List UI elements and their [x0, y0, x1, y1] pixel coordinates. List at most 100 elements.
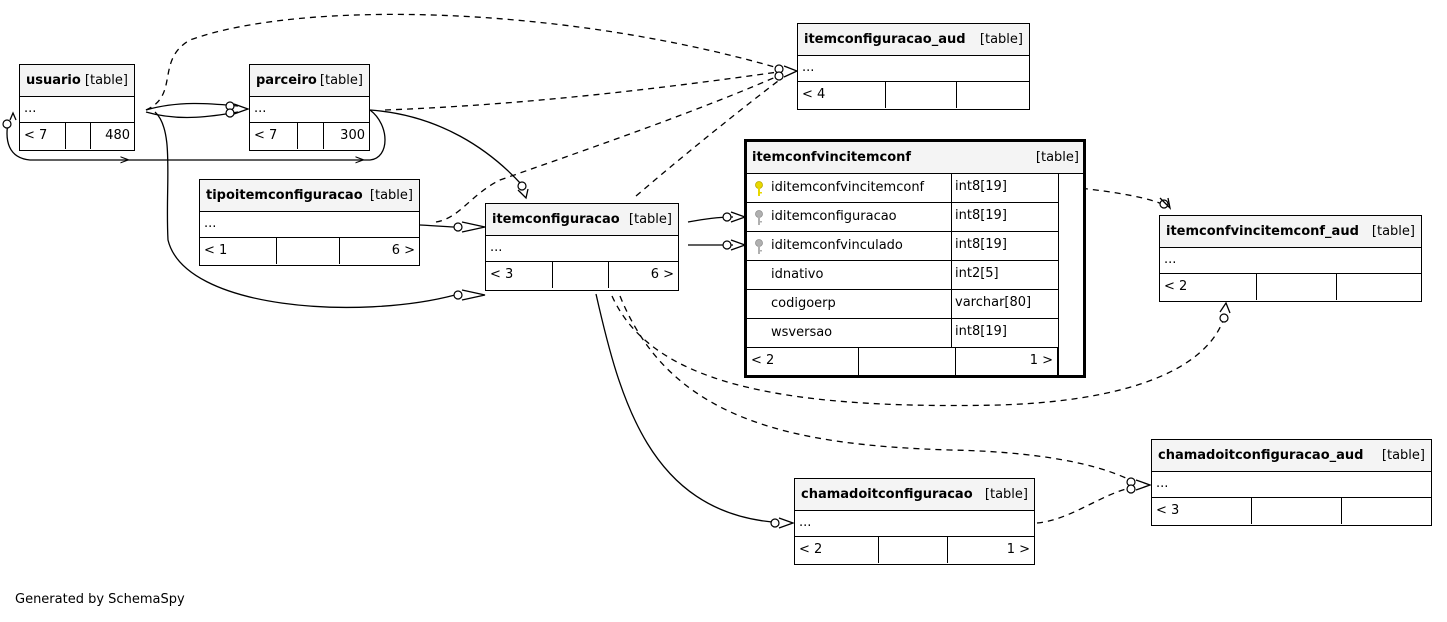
column-row[interactable]: iditemconfvinculado int8[19] [747, 232, 1058, 261]
footer-children: < 4 [798, 82, 886, 108]
table-chamadoitconfiguracao[interactable]: chamadoitconfiguracao [table] ... < 2 1 … [794, 478, 1035, 565]
table-tag: [table] [979, 32, 1023, 47]
table-footer: < 2 1 > [795, 537, 1034, 563]
table-chamadoitconfiguracao-aud[interactable]: chamadoitconfiguracao_aud [table] ... < … [1151, 439, 1432, 526]
edge-item-chamadoaud [619, 295, 1131, 481]
table-header: parceiro [table] [250, 65, 369, 97]
column-name: iditemconfvinculado [771, 238, 903, 253]
table-name: itemconfiguracao_aud [804, 32, 966, 47]
columns-collapsed: ... [1160, 248, 1421, 274]
generated-by-label: Generated by SchemaSpy [15, 592, 185, 607]
table-itemconfiguracao[interactable]: itemconfiguracao [table] ... < 3 6 > [485, 203, 679, 291]
table-itemconfvincitemconf-aud[interactable]: itemconfvincitemconf_aud [table] ... < 2 [1159, 215, 1422, 302]
table-footer: < 2 [1160, 274, 1421, 300]
table-name: parceiro [256, 73, 317, 88]
table-tag: [table] [369, 188, 413, 203]
footer-columns [277, 238, 341, 264]
edge-chamado-chamadoaud [1036, 487, 1131, 524]
footer-children: < 7 [20, 123, 66, 149]
table-tag: [table] [84, 73, 128, 88]
columns-collapsed: ... [486, 236, 678, 262]
table-tag: [table] [319, 73, 363, 88]
table-header: chamadoitconfiguracao [table] [795, 479, 1034, 511]
table-footer: < 4 [798, 82, 1029, 108]
footer-parents [1337, 274, 1421, 300]
table-tag: [table] [1381, 448, 1425, 463]
column-type: int2[5] [955, 266, 999, 281]
table-parceiro[interactable]: parceiro [table] ... < 7 300 > [249, 64, 370, 168]
footer-parents: 480 > [105, 128, 130, 168]
column-row[interactable]: iditemconfvincitemconf int8[19] [747, 174, 1058, 203]
table-header: itemconfvincitemconf [table] [747, 142, 1083, 174]
edge-tipo-itemconfiguracao [419, 224, 456, 228]
columns-collapsed: ... [20, 97, 134, 123]
table-tag: [table] [1371, 224, 1415, 239]
table-name: tipoitemconfiguracao [206, 188, 363, 203]
table-tag: [table] [984, 487, 1028, 502]
edge-parceiro-usuario-loop [6, 109, 386, 161]
column-type: int8[19] [955, 324, 1007, 339]
footer-children: < 1 [200, 238, 277, 264]
footer-children: < 2 [795, 537, 879, 563]
foreign-key-icon [755, 239, 763, 254]
scrollbar[interactable] [1058, 174, 1083, 376]
column-row[interactable]: idnativo int2[5] [747, 261, 1058, 290]
column-name: iditemconfvincitemconf [771, 180, 925, 195]
table-itemconfiguracao-aud[interactable]: itemconfiguracao_aud [table] ... < 4 [797, 23, 1030, 110]
column-name: iditemconfiguracao [771, 209, 897, 224]
table-header: itemconfvincitemconf_aud [table] [1160, 216, 1421, 248]
column-type: int8[19] [955, 208, 1007, 223]
column-list: iditemconfvincitemconf int8[19] iditemco… [747, 174, 1083, 376]
footer-columns [553, 262, 609, 288]
table-name: itemconfvincitemconf_aud [1166, 224, 1359, 239]
edge-parceiro-itemconfiguracao [369, 109, 523, 186]
footer-children: < 2 [1160, 274, 1257, 300]
edge-item-focusaud [611, 295, 1225, 407]
table-header: itemconfiguracao [table] [486, 204, 678, 236]
footer-parents: 300 > [340, 128, 365, 168]
foreign-key-icon [755, 210, 763, 225]
column-type: int8[19] [955, 237, 1007, 252]
table-footer: < 3 6 > [486, 262, 678, 288]
table-footer: < 7 300 > [250, 123, 369, 168]
edge-usuario-itemconfiguracao [154, 111, 456, 309]
column-row[interactable]: iditemconfiguracao int8[19] [747, 203, 1058, 232]
footer-children: < 7 [250, 123, 298, 149]
footer-parents: 6 > [650, 267, 674, 282]
columns-collapsed: ... [1152, 472, 1431, 498]
edge-item-aud [635, 77, 783, 197]
footer-columns [66, 123, 91, 149]
table-name: usuario [26, 73, 81, 88]
table-tag: [table] [1035, 150, 1079, 165]
table-footer: < 7 480 > [20, 123, 134, 168]
table-header: usuario [table] [20, 65, 134, 97]
footer-parents [957, 82, 1029, 108]
column-type: varchar[80] [955, 295, 1032, 310]
edge-usuario-parceiro-1 [145, 102, 239, 111]
table-name: itemconfiguracao [492, 212, 620, 227]
column-name: idnativo [771, 267, 824, 282]
table-name: itemconfvincitemconf [752, 150, 912, 165]
column-row[interactable]: codigoerp varchar[80] [747, 290, 1058, 319]
footer-parents: 6 > [391, 243, 415, 258]
table-usuario[interactable]: usuario [table] ... < 7 480 > [19, 64, 135, 168]
column-row[interactable]: wsversao int8[19] [747, 319, 1058, 348]
column-name: codigoerp [771, 296, 836, 311]
footer-columns [879, 537, 948, 563]
edge-item-chamado [595, 293, 773, 523]
edge-usuario-aud [145, 13, 779, 111]
footer-columns [886, 82, 958, 108]
table-tipoitemconfiguracao[interactable]: tipoitemconfiguracao [table] ... < 1 6 > [199, 179, 420, 266]
table-header: tipoitemconfiguracao [table] [200, 180, 419, 212]
footer-columns [859, 348, 956, 376]
edge-usuario-parceiro-2 [145, 111, 239, 119]
table-name: chamadoitconfiguracao_aud [1158, 448, 1364, 463]
table-header: chamadoitconfiguracao_aud [table] [1152, 440, 1431, 472]
columns-collapsed: ... [200, 212, 419, 238]
columns-collapsed: ... [250, 97, 369, 123]
table-footer: < 3 [1152, 498, 1431, 524]
footer-parents: 1 > [1006, 542, 1030, 557]
table-itemconfvincitemconf[interactable]: itemconfvincitemconf [table] iditemconfv… [744, 139, 1086, 378]
table-header: itemconfiguracao_aud [table] [798, 24, 1029, 56]
